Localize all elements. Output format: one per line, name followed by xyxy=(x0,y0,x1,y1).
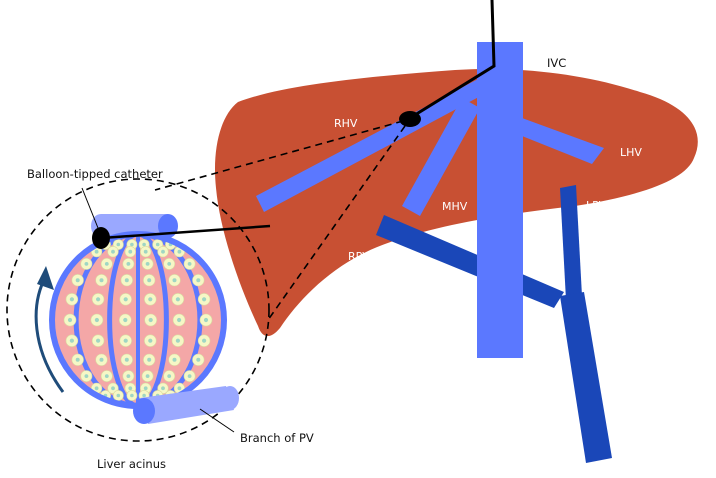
hepatocyte-nucleus xyxy=(128,249,133,254)
hepatocyte-nucleus xyxy=(187,262,192,266)
hepatocyte-nucleus xyxy=(202,338,207,343)
acinus-hepatocytes xyxy=(63,239,213,401)
hepatocyte-nucleus xyxy=(123,338,128,343)
hepatocyte-nucleus xyxy=(116,242,121,247)
hepatocyte-nucleus xyxy=(94,386,99,391)
hepatocyte-nucleus xyxy=(104,374,109,378)
acinus-bottom-vessel xyxy=(133,386,239,424)
hepatocyte-nucleus xyxy=(84,262,89,266)
hepatocyte-nucleus xyxy=(148,338,153,343)
hepatocyte-nucleus xyxy=(99,278,104,283)
zoom-line-bottom xyxy=(267,125,406,321)
catheter-line-main xyxy=(409,0,496,120)
hepatocyte-nucleus xyxy=(147,357,152,362)
hepatocyte-nucleus xyxy=(96,338,101,343)
hepatocyte-nucleus xyxy=(177,249,182,254)
hepatocyte-nucleus xyxy=(130,242,134,247)
hepatocyte-nucleus xyxy=(167,262,172,266)
hepatocyte-nucleus xyxy=(155,242,160,247)
hepatocyte-nucleus xyxy=(161,249,165,254)
label-balloon-catheter: Balloon-tipped catheter xyxy=(27,167,163,181)
label-ivc: IVC xyxy=(547,56,566,70)
right-portal-vein xyxy=(376,215,564,308)
catheter-balloon-acinus xyxy=(92,227,110,249)
label-liver-acinus: Liver acinus xyxy=(97,457,166,471)
hepatocyte-nucleus xyxy=(161,386,165,391)
hepatocyte-nucleus xyxy=(67,317,73,323)
hepatocyte-nucleus xyxy=(124,278,129,283)
hepatocyte-nucleus xyxy=(75,357,80,362)
label-mhv: MHV xyxy=(442,200,468,213)
main-portal-vein xyxy=(560,292,612,463)
hepatocyte-nucleus xyxy=(196,357,201,362)
label-rhv: RHV xyxy=(334,117,358,130)
hepatocyte-nucleus xyxy=(177,317,182,323)
hepatocyte-nucleus xyxy=(123,317,128,323)
hepatocyte-nucleus xyxy=(99,357,104,362)
hepatocyte-nucleus xyxy=(196,278,201,283)
hepatocyte-nucleus xyxy=(130,393,134,398)
zoom-circle xyxy=(6,178,270,442)
hepatocyte-nucleus xyxy=(177,386,182,391)
hepatocyte-nucleus xyxy=(126,374,131,378)
left-portal-vein xyxy=(560,185,582,300)
hepatocyte-nucleus xyxy=(111,386,115,391)
hepatocyte-nucleus xyxy=(172,357,177,362)
right-hepatic-vein xyxy=(256,78,488,212)
hepatocyte-nucleus xyxy=(147,278,152,283)
balloon-pointer-line xyxy=(81,187,99,229)
label-lhv: LHV xyxy=(620,146,642,159)
hepatocyte-nucleus xyxy=(143,386,148,391)
hepatocyte-nucleus xyxy=(96,297,101,302)
hepatocyte-nucleus xyxy=(142,393,146,398)
hepatocyte-nucleus xyxy=(203,317,209,323)
hepatocyte-nucleus xyxy=(111,249,115,254)
hepatocyte-nucleus xyxy=(104,262,109,266)
hepatocyte-nucleus xyxy=(94,317,99,323)
hepatocyte-nucleus xyxy=(187,374,192,378)
catheter-line-acinus xyxy=(101,224,271,240)
hepatocyte-nucleus xyxy=(175,338,180,343)
hepatocyte-nucleus xyxy=(69,297,74,302)
hepatocyte-nucleus xyxy=(128,386,133,391)
hepatic-vein-group xyxy=(256,42,604,358)
hepatocyte-nucleus xyxy=(126,262,131,266)
label-branch-pv: Branch of PV xyxy=(240,431,314,445)
branch-pv-pointer-line xyxy=(199,408,235,433)
hepatocyte-nucleus xyxy=(148,317,153,323)
hepatocyte-nucleus xyxy=(94,249,99,254)
rotation-arrowhead-icon xyxy=(37,266,54,290)
catheter-balloon-main xyxy=(399,111,421,127)
rotation-arrow xyxy=(34,275,65,393)
hepatocyte-nucleus xyxy=(143,249,148,254)
hepatocyte-nucleus xyxy=(69,338,74,343)
label-lpv: LPV xyxy=(586,199,607,212)
label-rpv: RPV xyxy=(348,250,370,263)
middle-hepatic-vein xyxy=(402,98,480,216)
left-hepatic-vein xyxy=(512,118,604,164)
liver-shape xyxy=(214,68,698,337)
hepatocyte-nucleus xyxy=(84,374,89,378)
hepatocyte-nucleus xyxy=(145,374,150,378)
hepatocyte-nucleus xyxy=(75,278,80,283)
hepatocyte-nucleus xyxy=(145,262,150,266)
hepatocyte-nucleus xyxy=(175,297,180,302)
hepatocyte-nucleus xyxy=(148,297,153,302)
hepatocyte-nucleus xyxy=(116,393,121,398)
hepatocyte-nucleus xyxy=(124,357,129,362)
hepatocyte-nucleus xyxy=(172,278,177,283)
hepatocyte-nucleus xyxy=(142,242,146,247)
inferior-vena-cava xyxy=(477,42,523,358)
hepatocyte-nucleus xyxy=(202,297,207,302)
hepatocyte-nucleus xyxy=(123,297,128,302)
zoom-line-top xyxy=(154,120,404,191)
hepatocyte-nucleus xyxy=(167,374,172,378)
